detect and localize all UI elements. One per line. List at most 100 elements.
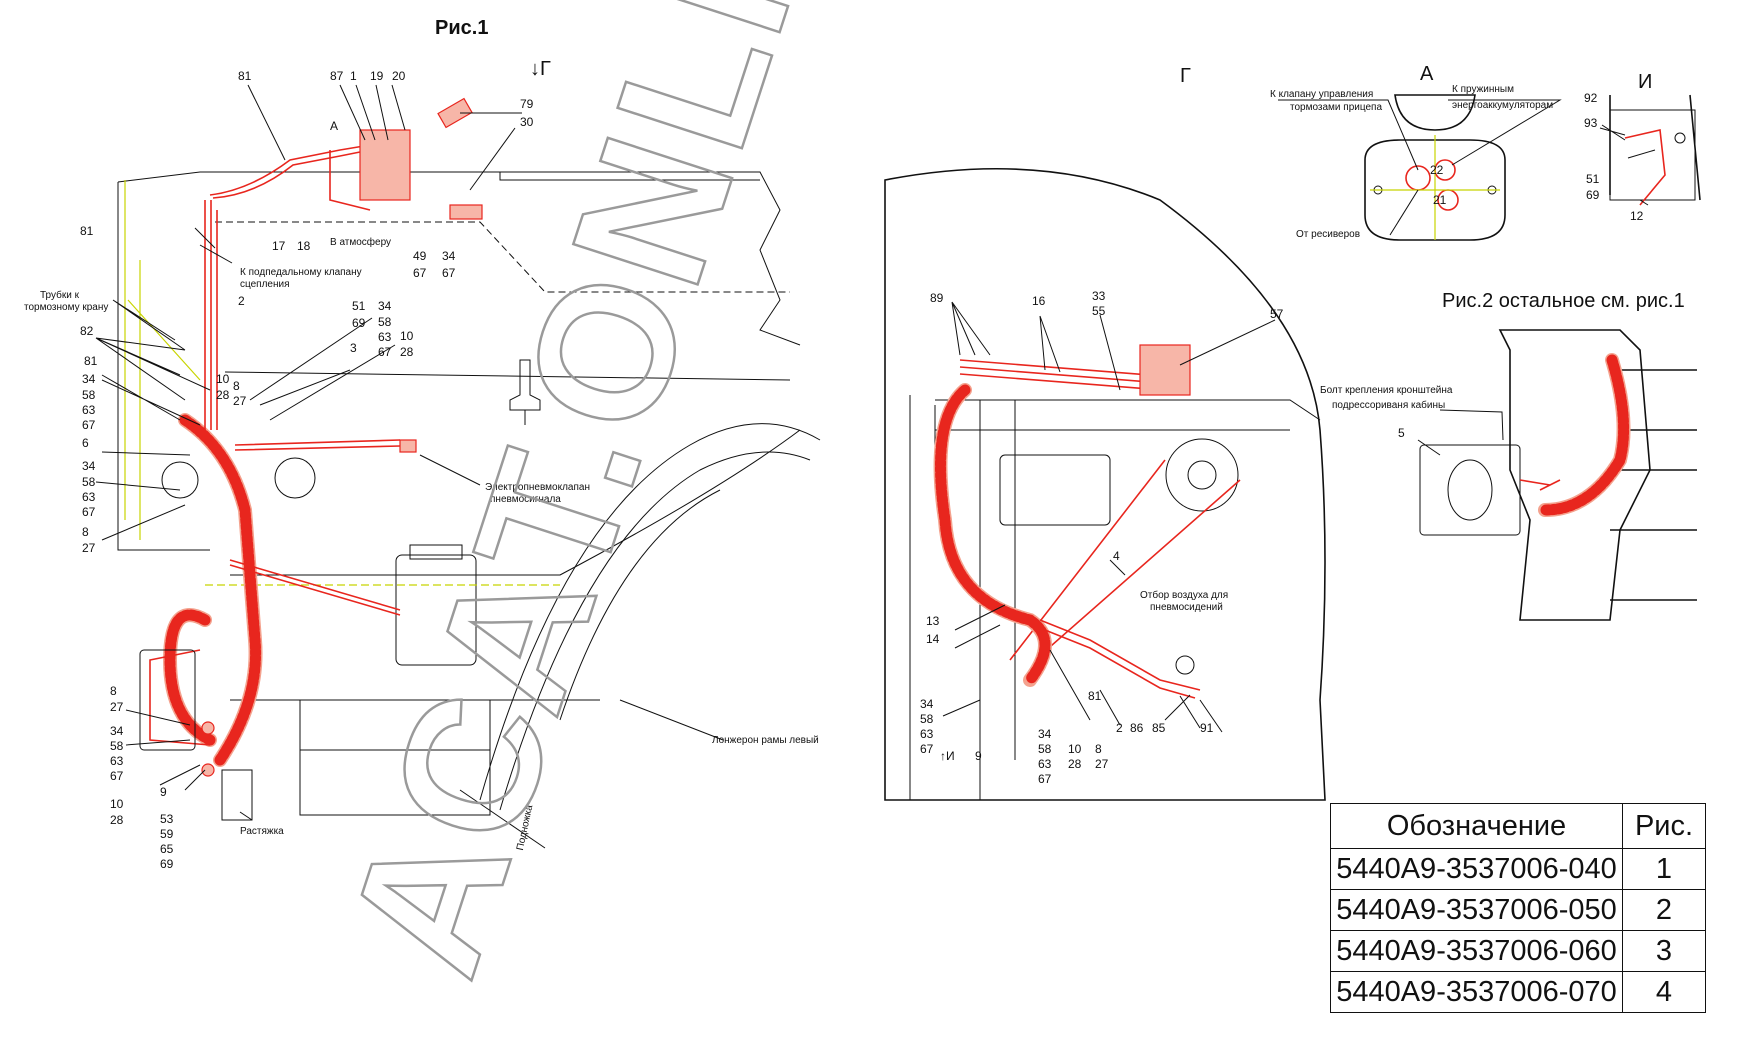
callout-63: 63 <box>82 490 96 504</box>
frame-upper <box>230 429 801 576</box>
header-fig: Рис. <box>1622 803 1706 849</box>
view-i-marker: ↑И <box>940 749 955 763</box>
callout-28: 28 <box>1068 757 1082 771</box>
view-g-boundary <box>884 167 1326 801</box>
callout-63: 63 <box>1038 757 1052 771</box>
callout-69: 69 <box>1586 188 1600 202</box>
view-a-top <box>1394 94 1476 131</box>
callout-81: 81 <box>80 224 94 238</box>
view-a-axis <box>1370 135 1500 240</box>
callout-28: 28 <box>400 345 414 359</box>
callout-27: 27 <box>82 541 96 555</box>
figure-2-title: Рис.2 остальное см. рис.1 <box>1442 290 1685 312</box>
table-row: 5440А9-3537006-040 1 <box>1330 848 1706 890</box>
mudguard-arc-3 <box>559 489 721 721</box>
bolt-note: Болт крепления кронштейна <box>1320 385 1453 396</box>
callout-79: 79 <box>520 97 534 111</box>
table-header-row: Обозначение Рис. <box>1330 803 1706 849</box>
callout-34: 34 <box>82 459 96 473</box>
pipe-to-valve <box>329 150 371 211</box>
callout-19: 19 <box>370 69 384 83</box>
callout-67: 67 <box>82 418 96 432</box>
figure-1: Рис.1 ↓Г <box>24 17 821 871</box>
callout-34: 34 <box>920 697 934 711</box>
callout-13: 13 <box>926 614 940 628</box>
callout-85: 85 <box>1152 721 1166 735</box>
valve-post <box>509 359 541 411</box>
view-i-title: И <box>1638 71 1652 93</box>
view-g-marker: ↓Г <box>530 58 551 80</box>
callout-22: 22 <box>1430 163 1444 177</box>
view-i-leaders <box>1599 124 1656 206</box>
frame-side <box>299 700 491 816</box>
fitting-30 <box>449 204 483 220</box>
callout-63: 63 <box>82 403 96 417</box>
callout-12: 12 <box>1630 209 1644 223</box>
view-a-leaders <box>1278 99 1562 236</box>
pipe-fig2 <box>1519 479 1561 491</box>
callout-81: 81 <box>238 69 252 83</box>
callout-4: 4 <box>1113 549 1120 563</box>
pipe-81-top <box>209 144 371 196</box>
callout-63: 63 <box>110 754 124 768</box>
hose-main <box>179 414 262 766</box>
figure-number: 4 <box>1622 971 1706 1013</box>
callout-55: 55 <box>1092 304 1106 318</box>
fitting-lower-2 <box>201 721 215 735</box>
callout-34: 34 <box>82 372 96 386</box>
cab-silhouette <box>1498 329 1651 621</box>
pipe-g-right <box>1039 619 1201 699</box>
pivot-2 <box>274 457 316 499</box>
frame-box <box>1610 369 1697 601</box>
air-take-note: Отбор воздуха для <box>1140 589 1228 601</box>
callout-67: 67 <box>110 769 124 783</box>
callout-16: 16 <box>1032 294 1046 308</box>
designation-code: 5440А9-3537006-070 <box>1330 971 1623 1013</box>
callout-51: 51 <box>352 299 366 313</box>
callout-93: 93 <box>1584 116 1598 130</box>
pipe-tank <box>229 559 401 616</box>
callout-34: 34 <box>110 724 124 738</box>
callout-53: 53 <box>160 812 174 826</box>
bolt-note: подрессориваня кабины <box>1332 399 1445 411</box>
spring-brake-note: К пружинным <box>1452 84 1514 95</box>
brake-tubes-note: Трубки к <box>40 289 80 301</box>
dashed-edge <box>215 221 790 293</box>
callout-34: 34 <box>1038 727 1052 741</box>
callout-34: 34 <box>442 249 456 263</box>
callout-9: 9 <box>160 785 167 799</box>
callout-49: 49 <box>413 249 427 263</box>
pulley-inner <box>1187 460 1217 490</box>
solenoid-note: Электропневмоклапан <box>485 482 590 493</box>
table-row: 5440А9-3537006-060 3 <box>1330 930 1706 972</box>
trailer-valve-note: К клапану управления <box>1270 89 1373 100</box>
callout-28: 28 <box>110 813 124 827</box>
hose-fig2 <box>1539 354 1630 516</box>
callout-63: 63 <box>920 727 934 741</box>
cab-panel <box>499 172 760 181</box>
callout-34: 34 <box>378 299 392 313</box>
callout-58: 58 <box>110 739 124 753</box>
bracket-left <box>139 649 196 751</box>
cab-outline <box>117 171 801 551</box>
receivers-note: От ресиверов <box>1296 229 1360 240</box>
callout-3: 3 <box>350 341 357 355</box>
callout-91: 91 <box>1200 721 1214 735</box>
callout-27: 27 <box>110 700 124 714</box>
callout-87: 87 <box>330 69 344 83</box>
figure-number: 3 <box>1622 930 1706 972</box>
callout-58: 58 <box>1038 742 1052 756</box>
callout-58: 58 <box>378 315 392 329</box>
view-a-body <box>1364 139 1506 241</box>
hose-fig2-bg <box>1538 353 1631 517</box>
table-row: 5440А9-3537006-050 2 <box>1330 889 1706 931</box>
frame-member-note: Лонжерон рамы левый <box>712 735 819 746</box>
callout-21: 21 <box>1433 193 1447 207</box>
callout-65: 65 <box>160 842 174 856</box>
clutch-valve-note: сцепления <box>240 279 290 290</box>
air-take-note: пневмосидений <box>1150 602 1223 613</box>
pipes-g-top <box>959 359 1151 390</box>
view-a: А К клапану управления тормозами прицепа… <box>1270 63 1562 241</box>
figure-number: 1 <box>1622 848 1706 890</box>
callout-69: 69 <box>352 316 366 330</box>
